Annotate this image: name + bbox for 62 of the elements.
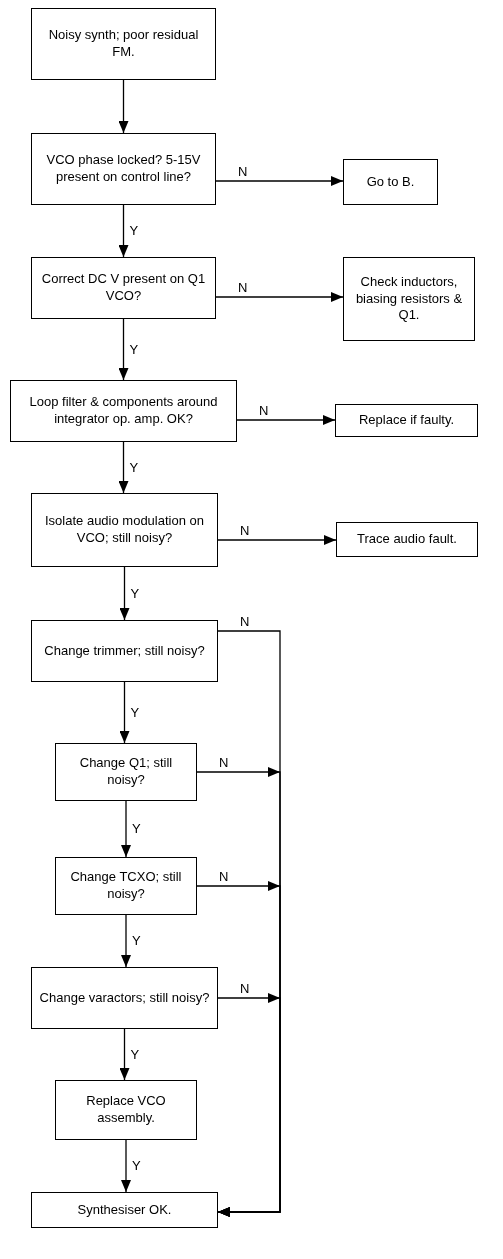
edge-label: N	[259, 403, 269, 418]
box-text: Trace audio fault.	[357, 531, 457, 548]
edge-label: Y	[130, 585, 140, 601]
box-text: Correct DC V present on Q1 VCO?	[40, 271, 207, 305]
box-text: Noisy synth; poor residual FM.	[47, 27, 200, 61]
edge-label: N	[219, 755, 229, 770]
box-text: Check inductors, biasing resistors & Q1.	[354, 273, 464, 325]
process-box	[55, 743, 197, 801]
box-text: Replace if faulty.	[358, 412, 455, 429]
edge-label: Y	[130, 704, 140, 720]
edge-label: Y	[130, 1046, 140, 1062]
edge-label: Y	[132, 933, 141, 948]
arrow	[217, 993, 281, 1217]
arrow	[119, 681, 130, 744]
box-text: Change TCXO; still noisy?	[69, 869, 183, 903]
arrow	[217, 535, 337, 545]
arrow	[236, 415, 336, 425]
box-text: VCO phase locked? 5-15V present on control line?	[45, 152, 202, 186]
arrow	[121, 1139, 131, 1193]
box-text: Replace VCO assembly.	[85, 1093, 167, 1127]
edge-label: Y	[129, 223, 139, 238]
edge-label: N	[238, 280, 248, 295]
process-box	[335, 404, 478, 437]
arrow	[119, 1028, 130, 1081]
box-text: Change trimmer; still noisy?	[44, 642, 205, 660]
edge-label: N	[240, 523, 250, 538]
process-box	[31, 1192, 218, 1228]
process-box	[31, 967, 218, 1029]
edge-label: N	[219, 869, 229, 884]
process-box	[31, 620, 218, 682]
arrow	[119, 566, 130, 621]
edge-label: Y	[129, 341, 139, 357]
edge-label: Y	[129, 459, 139, 475]
box-text: Go to B.	[366, 173, 415, 191]
edge-label: Y	[132, 1158, 141, 1173]
process-box	[55, 857, 197, 915]
arrow	[118, 79, 129, 134]
box-text: Loop filter & components around integrator op. amp. OK?	[28, 394, 219, 428]
process-box	[343, 257, 475, 341]
edge-label: N	[240, 981, 250, 996]
process-box	[31, 133, 216, 205]
arrow	[121, 800, 131, 858]
process-box	[10, 380, 237, 442]
process-box	[31, 257, 216, 319]
box-text: Synthesiser OK.	[77, 1201, 172, 1219]
arrow	[215, 176, 344, 186]
edge-label: N	[238, 164, 248, 179]
arrow	[118, 318, 129, 381]
process-box	[31, 8, 216, 80]
box-text: Change varactors; still noisy?	[39, 989, 210, 1007]
edge-label: Y	[132, 821, 141, 836]
arrow	[121, 914, 131, 968]
process-box	[55, 1080, 197, 1140]
box-text: Change Q1; still noisy?	[78, 755, 174, 789]
arrow	[118, 441, 129, 494]
arrow	[118, 204, 129, 258]
process-box	[336, 522, 478, 557]
box-text: Isolate audio modulation on VCO; still noisy?	[44, 513, 205, 547]
edge-label: N	[240, 614, 250, 629]
process-box	[31, 493, 218, 567]
arrow	[215, 292, 344, 302]
process-box	[343, 159, 438, 205]
